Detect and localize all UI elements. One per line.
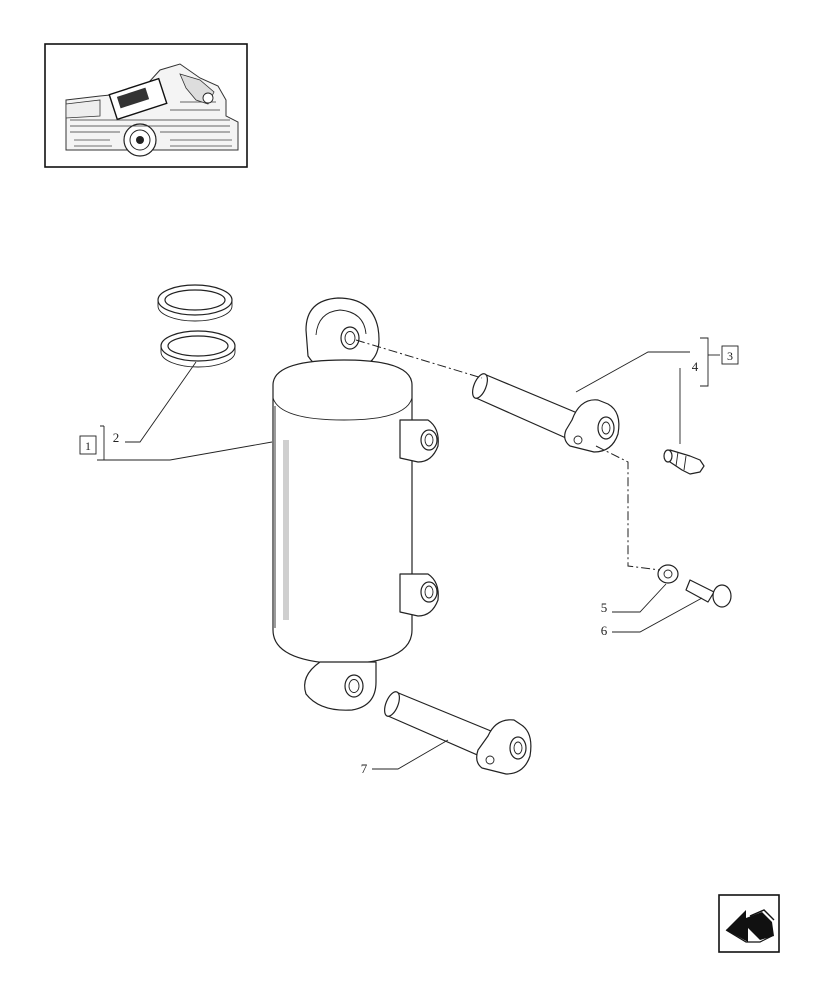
leader-lines [97,337,720,770]
grease-nipple[interactable] [663,449,705,475]
o-ring-lower[interactable] [160,330,236,368]
svg-text:6: 6 [601,623,608,638]
svg-text:4: 4 [692,359,699,374]
bolt[interactable] [685,579,732,608]
callout-7[interactable]: 7 [361,761,368,776]
washer[interactable] [657,564,679,584]
lower-pivot-pin[interactable] [382,690,532,775]
o-ring-upper[interactable] [157,284,233,322]
assembly-line-upper-pin [355,339,483,379]
location-thumbnail[interactable] [44,43,248,168]
previous-page-button[interactable] [718,894,780,953]
tractor-location-thumbnail-icon [65,63,239,157]
hydraulic-cylinder[interactable] [272,297,439,711]
svg-text:3: 3 [727,349,733,363]
svg-text:7: 7 [361,761,368,776]
assembly-line-bolt [595,445,661,571]
callout-2[interactable]: 2 [113,430,120,445]
svg-text:5: 5 [601,600,608,615]
upper-pivot-pin[interactable] [470,372,620,453]
svg-text:2: 2 [113,430,120,445]
callout-4[interactable]: 4 [692,359,699,374]
callout-6[interactable]: 6 [601,623,608,638]
svg-text:1: 1 [85,439,91,453]
callout-5[interactable]: 5 [601,600,608,615]
callout-1[interactable]: 1 [79,435,97,455]
callout-3[interactable]: 3 [721,345,739,365]
previous-page-arrow-icon [725,909,775,943]
